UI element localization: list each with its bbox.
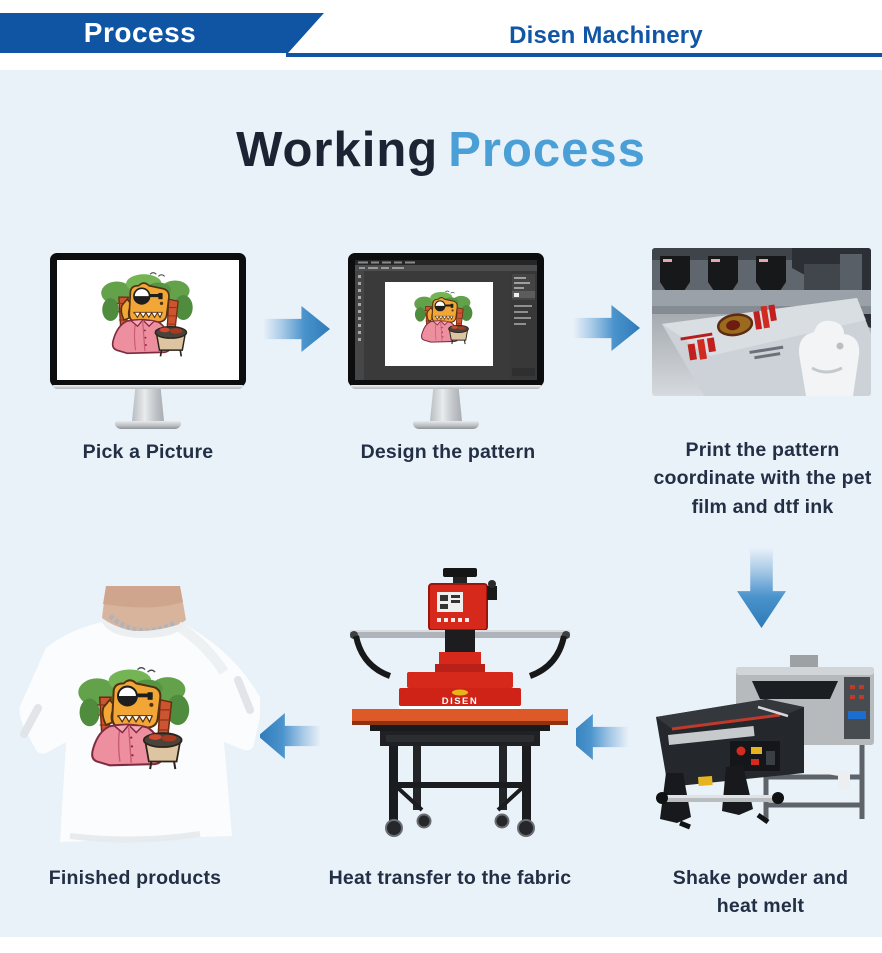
monitor-chin <box>53 385 243 389</box>
header-underline <box>286 53 882 57</box>
step1-label: Pick a Picture <box>82 441 214 463</box>
step5-heat-press-image: DISEN <box>344 566 576 838</box>
monitor-base <box>413 421 479 429</box>
step3-print-pattern-image <box>652 248 871 396</box>
header-banner: Process <box>0 13 324 53</box>
monitor-bezel <box>50 253 246 387</box>
cartoon-dino-graphic <box>96 268 200 372</box>
monitor-stand <box>430 389 462 421</box>
dtf-printer-graphic <box>652 248 871 396</box>
title-word-process: Process <box>448 123 646 177</box>
step4-shake-powder-image <box>638 655 880 833</box>
step2-label: Design the pattern <box>360 441 536 463</box>
monitor-bezel <box>348 253 544 387</box>
step5-label: Heat transfer to the fabric <box>328 867 572 889</box>
step6-label: Finished products <box>48 867 222 889</box>
brand-title: Disen Machinery <box>509 22 703 49</box>
step2-design-pattern-image <box>348 253 544 429</box>
monitor-stand <box>132 389 164 421</box>
monitor-screen-photoshop <box>355 260 537 380</box>
monitor-chin <box>351 385 541 389</box>
powder-shaker-machine-graphic <box>638 655 880 833</box>
banner-label: Process <box>83 17 197 48</box>
tshirt-model-graphic <box>10 586 260 846</box>
step1-pick-picture-image <box>50 253 246 429</box>
photoshop-ui-graphic <box>355 260 537 380</box>
step3-label: Print the pattern coordinate with the pe… <box>653 439 872 518</box>
heat-press-brand-text: DISEN <box>442 696 479 707</box>
step4-label: Shake powder and heat melt <box>672 867 849 918</box>
step6-finished-product-image <box>10 586 260 846</box>
heat-press-machine-graphic: DISEN <box>344 566 576 838</box>
monitor-base <box>115 421 181 429</box>
title-word-working: Working <box>236 123 439 177</box>
monitor-screen <box>57 260 239 380</box>
